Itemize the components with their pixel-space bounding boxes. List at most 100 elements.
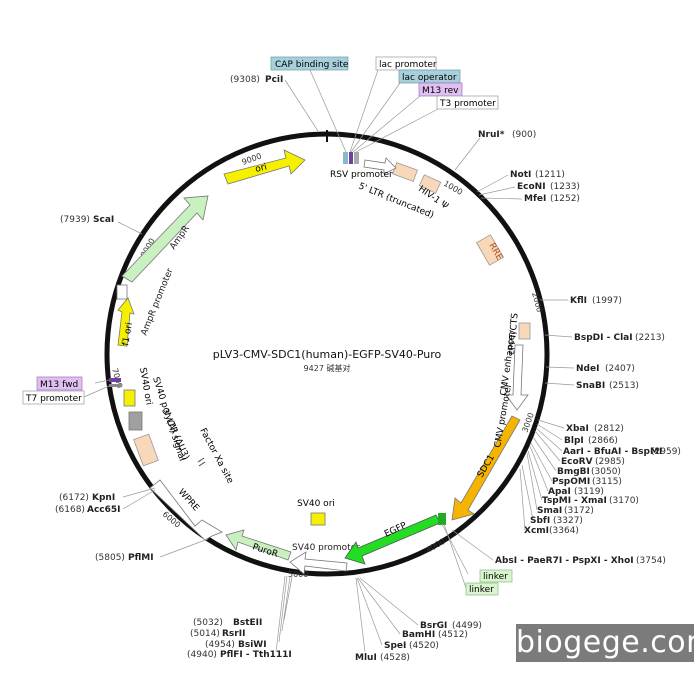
flag-m13fwd-label: M13 fwd [40,380,78,390]
site-pflmi-name: PflMI [128,553,154,563]
site-bmgbi-pos: (3050) [591,467,621,477]
sv40-promoter-label: SV40 promoter [292,543,360,553]
ampr-promoter-label: AmpR promoter [140,267,176,337]
flag-m13rev-label: M13 rev [422,86,459,96]
sv40-ori-left-box [123,389,136,407]
site-line-econi [478,186,516,196]
site-line-xhoi [451,529,494,561]
site-bamhi-pos: (4512) [438,630,468,640]
site-line-acc65i [122,489,156,510]
plasmid-title: pLV3-CMV-SDC1(human)-EGFP-SV40-Puro [213,348,442,361]
site-cluster-5000 [275,575,293,653]
puror-label: PuroR [251,542,279,560]
site-noti-name: NotI [510,170,531,180]
site-line-noti [476,174,509,193]
site-pflfi-pos: (4940) [187,650,217,660]
flag-linker2: linker [443,523,499,596]
site-line-ndei [545,366,575,369]
site-line-claI [544,334,573,338]
tick-4000: 4000 [425,537,447,555]
site-claI-pos: (2213) [635,333,665,343]
lac-mark [349,152,353,164]
site-pflfi-name: PflFI - Tth111I [220,650,292,660]
site-smai-name: SmaI [537,506,562,516]
f1-ori-label: f1 ori [121,322,135,347]
site-xcmi-name: XcmI [524,526,549,536]
ltr3-box [133,433,159,467]
flag-linker1: linker [441,523,513,583]
flag-lac-operator: lac operator [350,69,461,153]
flag-cap: CAP binding site [270,56,349,153]
cppt-box [518,322,531,340]
cap-mark [343,152,348,164]
factor-xa-mark [197,457,205,463]
site-acc65i-name: Acc65I [87,505,121,515]
site-econi-pos: (1233) [550,182,580,192]
site-rsrii-name: RsrII [222,629,245,639]
site-scai-name: ScaI [93,215,114,225]
site-spei-pos: (4520) [409,641,439,651]
site-ecorv-name: EcoRV [561,457,593,467]
flag-linker2-label: linker [469,585,494,595]
rsv-promoter-arrow [363,157,397,175]
rsv-promoter-label: RSV promoter [330,170,393,180]
flag-t7-label: T7 promoter [25,394,82,404]
site-xhoi-name: AbsI - PaeR7I - PspXI - XhoI [495,556,634,566]
flag-t3: T3 promoter [355,95,499,153]
site-pcii-name: PciI [265,75,283,85]
site-kpni-name: KpnI [92,493,115,503]
site-xhoi-pos: (3754) [636,556,666,566]
sv40-promoter-arrow [289,551,348,575]
cmv-promoter-arrow [505,344,529,411]
site-apai-name: ApaI [548,487,571,497]
site-nrui-name: NruI* [478,130,505,140]
site-line-pcii [284,79,319,132]
sv40-ori-left-label: SV40 ori [137,367,153,406]
flag-lac-operator-label: lac operator [402,73,457,83]
cppt-label: cPPT/CTS [507,312,521,355]
site-mlui-pos: (4528) [380,653,410,663]
site-ecorv-pos: (2985) [595,457,625,467]
tick-2000: 2000 [530,291,544,313]
flag-cap-label: CAP binding site [275,60,349,70]
site-apai-pos: (3119) [574,487,604,497]
puror-arrow [225,529,292,561]
site-blpi-pos: (2866) [588,436,618,446]
site-mfei-pos: (1252) [550,194,580,204]
m13fwd-mark [109,378,121,382]
site-kfli-pos: (1997) [592,296,622,306]
flag-lac-promoter-label: lac promoter [379,60,437,70]
site-rsrii-pos: (5014) [190,629,220,639]
site-line-snabi [544,382,575,386]
sdc1-label: SDC1 [476,453,497,479]
site-bsrgi-name: BsrGI [420,621,447,631]
site-bsteii-name: BstEII [233,618,262,628]
site-econi-name: EcoNI [517,182,546,192]
t3-mark [354,152,359,164]
site-line-pflmi [159,538,209,558]
site-aari-name: AarI - BfuAI - BspMI [563,447,662,457]
egfp-arrow [344,514,441,565]
site-bsrgi-pos: (4499) [452,621,482,631]
site-aari-pos: (2959) [651,447,681,457]
sv40-ori-inner-label: SV40 ori [297,499,335,509]
site-pspomi-pos: (3115) [592,477,622,487]
plasmid-length: 9427 碱基对 [304,363,351,373]
site-bamhi-name: BamHI [402,630,435,640]
site-line-nrui [454,137,481,171]
flag-lac-promoter: lac promoter [349,56,437,153]
rre-box [476,234,504,266]
site-line-kpni [122,487,156,498]
site-kpni-pos: (6172) [59,493,89,503]
site-sbfi-name: SbfI [530,516,550,526]
factor-xa-mark-2 [198,461,206,467]
ampr-promoter-box [116,284,128,300]
sdc1-arrow [451,415,521,521]
site-snabi-pos: (2513) [609,381,639,391]
site-xbai-pos: (2812) [594,424,624,434]
factor-xa-label: Factor Xa site [197,427,235,486]
site-noti-pos: (1211) [535,170,565,180]
site-kfli-name: KflI [570,296,587,306]
flag-linker1-label: linker [483,572,508,582]
